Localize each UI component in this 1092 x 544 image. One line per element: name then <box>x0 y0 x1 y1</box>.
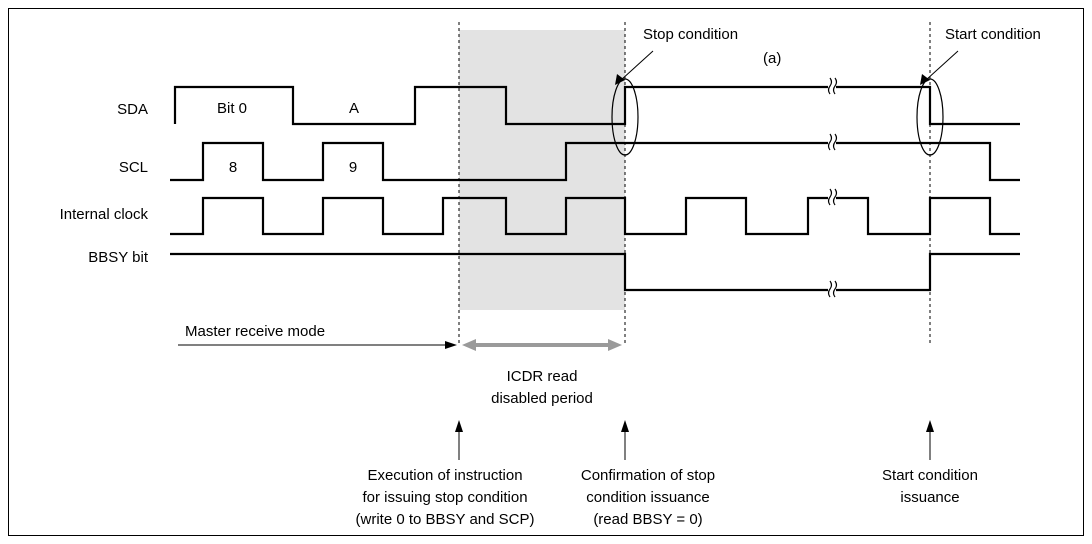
master-receive-mode-arrowhead <box>445 341 457 349</box>
icdr-read-disabled-region <box>459 30 625 310</box>
start-issuance-up-arrowhead <box>926 420 934 432</box>
start-condition-arrowhead <box>920 74 930 85</box>
sda-ack-label: A <box>349 100 359 117</box>
sda-label: SDA <box>117 101 148 118</box>
confirmation-note-line2: condition issuance <box>586 489 709 506</box>
bbsy-label: BBSY bit <box>88 249 149 266</box>
start-issuance-note-line2: issuance <box>900 489 959 506</box>
internal-clock-break-mark <box>827 188 838 206</box>
stop-condition-arrowhead <box>615 74 625 85</box>
confirmation-note-line1: Confirmation of stop <box>581 467 715 484</box>
start-condition-label: Start condition <box>945 26 1041 43</box>
execution-note-line1: Execution of instruction <box>367 467 522 484</box>
sda-bit0-label: Bit 0 <box>217 100 247 117</box>
internal-clock-waveform <box>170 196 1020 236</box>
sda-break-mark <box>827 77 838 95</box>
start-issuance-note-line1: Start condition <box>882 467 978 484</box>
icdr-period-label-line2: disabled period <box>491 390 593 407</box>
scl-label: SCL <box>119 159 148 176</box>
stop-condition-pointer <box>620 50 654 81</box>
sda-waveform <box>173 85 1020 126</box>
confirmation-note-line3: (read BBSY = 0) <box>593 511 702 528</box>
point-a-label: (a) <box>763 50 781 67</box>
start-condition-pointer <box>925 50 959 81</box>
bbsy-waveform <box>170 252 1020 292</box>
scl-waveform <box>170 141 1020 182</box>
confirmation-up-arrowhead <box>621 420 629 432</box>
icdr-period-arrowhead-left <box>462 339 476 351</box>
icdr-period-arrowhead-right <box>608 339 622 351</box>
scl-break-mark <box>827 133 838 151</box>
execution-note-line2: for issuing stop condition <box>362 489 527 506</box>
scl-clock-8-label: 8 <box>229 159 237 176</box>
stop-condition-label: Stop condition <box>643 26 738 43</box>
icdr-period-label-line1: ICDR read <box>507 368 578 385</box>
execution-up-arrowhead <box>455 420 463 432</box>
bbsy-break-mark <box>827 280 838 298</box>
internal-clock-label: Internal clock <box>60 206 149 223</box>
scl-clock-9-label: 9 <box>349 159 357 176</box>
master-receive-mode-label: Master receive mode <box>185 323 325 340</box>
execution-note-line3: (write 0 to BBSY and SCP) <box>356 511 535 528</box>
start-condition-highlight <box>916 78 944 156</box>
diagram-frame <box>8 8 1084 536</box>
stop-condition-highlight <box>611 78 639 156</box>
